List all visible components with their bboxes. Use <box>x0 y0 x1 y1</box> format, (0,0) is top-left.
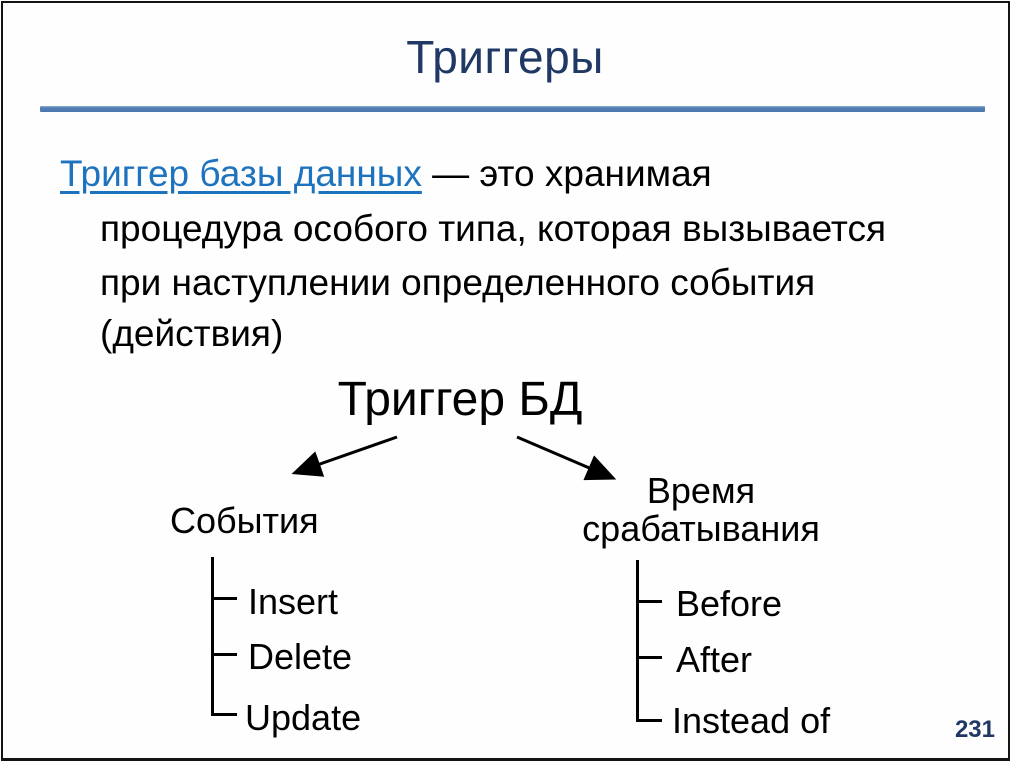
definition-line-1-rest: — это хранимая <box>421 153 712 194</box>
definition-line-2: процедура особого типа, которая вызывает… <box>100 208 886 249</box>
events-tree-line <box>211 557 214 716</box>
tree-item-instead-of: Instead of <box>672 700 831 741</box>
definition-line-1: Триггер базы данных — это хранимая <box>60 152 712 196</box>
arrow-to-timing <box>516 435 617 481</box>
tree-item-delete: Delete <box>248 636 353 677</box>
events-tree-tick-update <box>211 713 237 716</box>
tree-item-insert: Insert <box>248 581 339 622</box>
branch-label-timing: Время срабатывания <box>582 470 820 549</box>
events-tree-tick-delete <box>211 653 237 656</box>
branch-label-events: События <box>170 500 319 541</box>
events-tree-tick-insert <box>211 597 237 600</box>
page-number: 231 <box>954 716 995 743</box>
timing-tree-tick-after <box>636 656 662 659</box>
definition-line-4: (действия) <box>100 313 284 354</box>
tree-item-after: After <box>676 639 753 680</box>
slide-border-frame <box>1 1 1010 761</box>
title-divider-line <box>40 106 985 112</box>
diagram-branch-arrows <box>291 435 617 481</box>
timing-tree-tick-before <box>636 600 662 603</box>
tree-item-before: Before <box>676 583 783 624</box>
definition-line-3: при наступлении определенного события <box>100 262 816 303</box>
timing-tree-line <box>636 560 639 722</box>
arrow-to-events <box>291 435 398 477</box>
timing-tree-tick-instead-of <box>636 719 662 722</box>
database-trigger-link[interactable]: Триггер базы данных <box>60 153 422 194</box>
diagram-root-label: Триггер БД <box>337 373 583 426</box>
slide-title: Триггеры <box>406 31 604 83</box>
tree-item-update: Update <box>245 697 362 738</box>
